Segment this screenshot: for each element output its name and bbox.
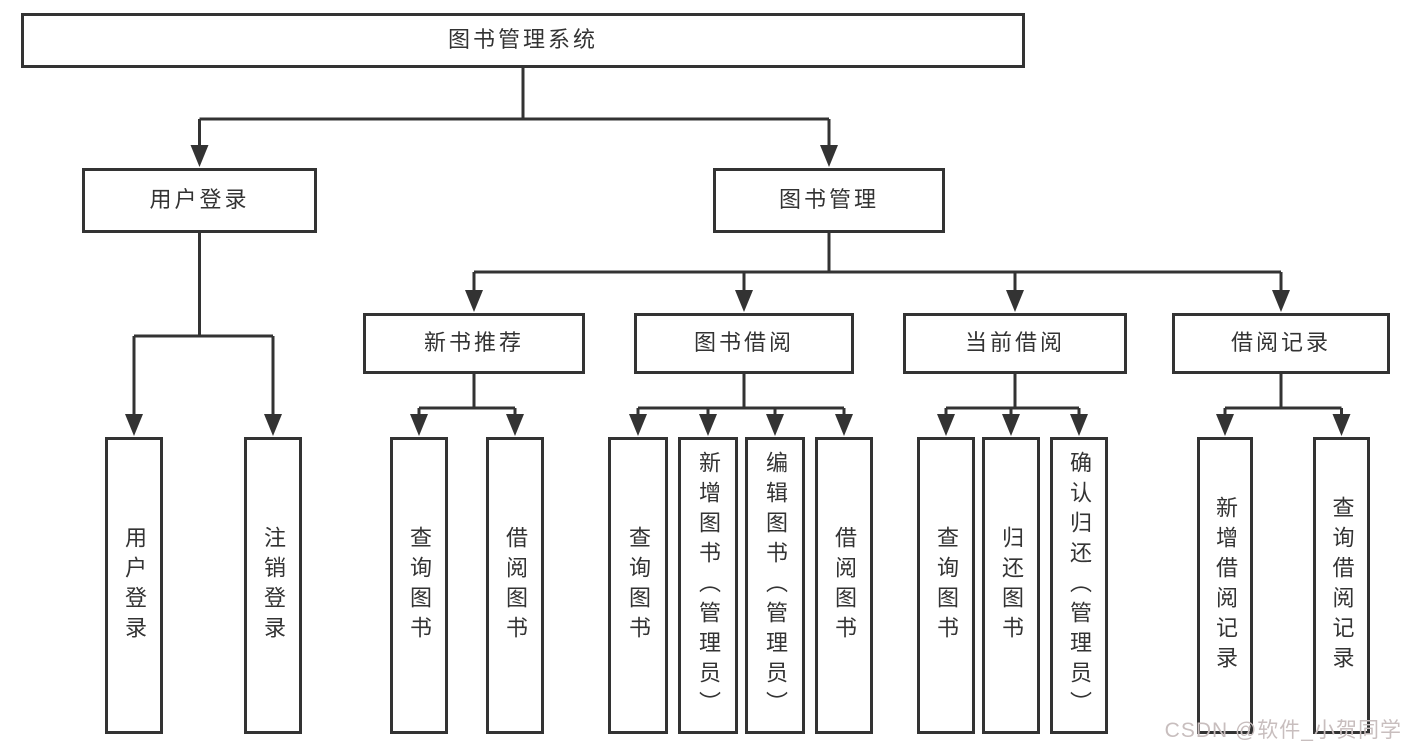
- leaf-add-borrow-record: 新增借阅记录: [1197, 437, 1253, 734]
- leaf-borrow-books-label: 借阅图书: [832, 525, 857, 646]
- node-user-login: 用户登录: [82, 168, 317, 233]
- node-borrowing-records-label: 借阅记录: [1230, 330, 1331, 356]
- leaf-edit-books-admin: 编辑图书（管理员）: [745, 437, 805, 734]
- node-book-borrowing: 图书借阅: [634, 313, 854, 374]
- leaf-user-login-label: 用户登录: [122, 525, 147, 646]
- leaf-add-books-admin: 新增图书（管理员）: [678, 437, 738, 734]
- node-borrowing-records: 借阅记录: [1172, 313, 1390, 374]
- leaf-confirm-return-admin-label: 确认归还（管理员）: [1067, 450, 1092, 721]
- leaf-query-books-label: 查询图书: [407, 525, 432, 646]
- node-library-management-system: 图书管理系统: [21, 13, 1025, 68]
- node-new-book-recommendation-label: 新书推荐: [423, 330, 524, 356]
- node-user-login-label: 用户登录: [149, 187, 250, 213]
- leaf-query-borrow-record: 查询借阅记录: [1313, 437, 1370, 734]
- leaf-add-borrow-record-label: 新增借阅记录: [1213, 495, 1238, 676]
- node-book-borrowing-label: 图书借阅: [693, 330, 794, 356]
- node-book-management-label: 图书管理: [778, 187, 879, 213]
- leaf-borrow-books-label: 借阅图书: [503, 525, 528, 646]
- leaf-borrow-books: 借阅图书: [486, 437, 544, 734]
- node-book-management: 图书管理: [713, 168, 945, 233]
- leaf-logout: 注销登录: [244, 437, 302, 734]
- leaf-add-books-admin-label: 新增图书（管理员）: [696, 450, 721, 721]
- leaf-return-books-label: 归还图书: [999, 525, 1024, 646]
- node-new-book-recommendation: 新书推荐: [363, 313, 585, 374]
- leaf-query-books: 查询图书: [390, 437, 448, 734]
- leaf-logout-label: 注销登录: [261, 525, 286, 646]
- leaf-edit-books-admin-label: 编辑图书（管理员）: [763, 450, 788, 721]
- node-current-borrowing-label: 当前借阅: [964, 330, 1065, 356]
- leaf-borrow-books: 借阅图书: [815, 437, 873, 734]
- leaf-query-borrow-record-label: 查询借阅记录: [1329, 495, 1355, 676]
- leaf-confirm-return-admin: 确认归还（管理员）: [1050, 437, 1108, 734]
- leaf-query-books-label: 查询图书: [626, 525, 651, 646]
- node-current-borrowing: 当前借阅: [903, 313, 1127, 374]
- leaf-user-login: 用户登录: [105, 437, 163, 734]
- leaf-query-books: 查询图书: [608, 437, 668, 734]
- node-library-management-system-label: 图书管理系统: [447, 27, 598, 53]
- watermark: CSDN @软件_小贺同学: [1164, 719, 1402, 742]
- leaf-query-books: 查询图书: [917, 437, 975, 734]
- leaf-return-books: 归还图书: [982, 437, 1040, 734]
- leaf-query-books-label: 查询图书: [934, 525, 959, 646]
